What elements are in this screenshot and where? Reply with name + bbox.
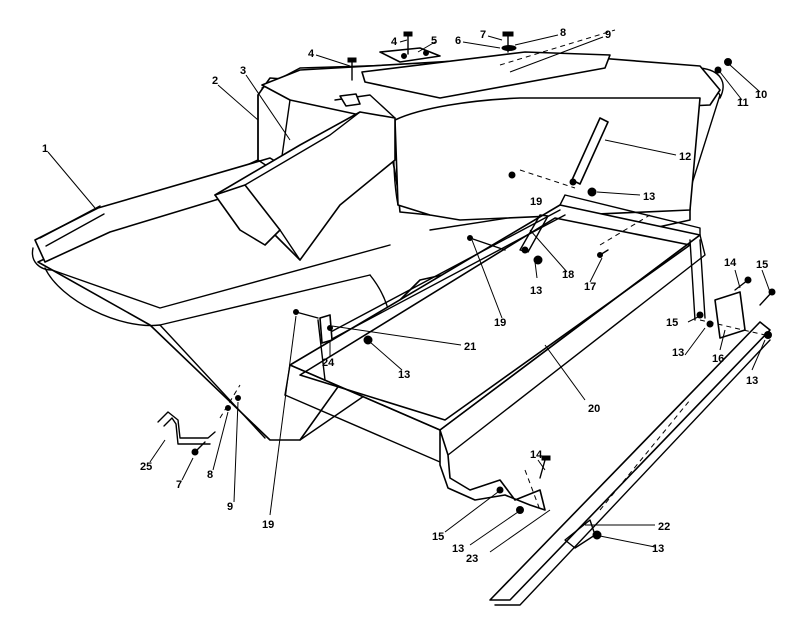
- callout-13d: 13: [672, 347, 684, 359]
- callout-8b: 8: [207, 469, 213, 481]
- assembly-lines: [219, 29, 766, 511]
- callout-17: 17: [584, 281, 596, 293]
- callout-13f: 13: [452, 543, 464, 555]
- callout-15a: 15: [756, 259, 768, 271]
- callout-7b: 7: [176, 479, 182, 491]
- handle: [157, 411, 216, 445]
- callout-14b: 14: [530, 449, 543, 461]
- callout-6: 6: [455, 35, 461, 47]
- hardware: [191, 31, 776, 540]
- callout-25: 25: [140, 461, 152, 473]
- callout-12: 12: [679, 151, 691, 163]
- callout-13b: 13: [530, 285, 542, 297]
- callout-22: 22: [658, 521, 670, 533]
- bent-bar: [439, 429, 546, 511]
- callout-20: 20: [588, 403, 600, 415]
- callout-13a: 13: [643, 191, 655, 203]
- callout-23: 23: [466, 553, 478, 565]
- callout-19a: 19: [530, 196, 542, 208]
- callout-21: 21: [464, 341, 476, 353]
- strut: [519, 117, 609, 253]
- callout-2: 2: [212, 75, 218, 87]
- callout-4b: 4: [308, 48, 315, 60]
- callout-labels: 1 2 3 4 4 5 6 7 8 9 10 11 12 13 19 18 13…: [42, 27, 768, 565]
- callout-13g: 13: [652, 543, 664, 555]
- callout-13e: 13: [746, 375, 758, 387]
- leader-lines: [47, 34, 771, 553]
- callout-5: 5: [431, 35, 437, 47]
- callout-13c: 13: [398, 369, 410, 381]
- chute: [214, 93, 396, 261]
- callout-9b: 9: [227, 501, 233, 513]
- angle-bar: [489, 321, 771, 606]
- callout-24: 24: [322, 357, 335, 369]
- callout-8a: 8: [560, 27, 566, 39]
- callout-16: 16: [712, 353, 724, 365]
- callout-9a: 9: [605, 29, 611, 41]
- callout-14a: 14: [724, 257, 737, 269]
- callout-7a: 7: [480, 29, 486, 41]
- callout-3: 3: [240, 65, 246, 77]
- callout-19b: 19: [494, 317, 506, 329]
- callout-1: 1: [42, 143, 48, 155]
- callout-15b: 15: [666, 317, 678, 329]
- callout-19c: 19: [262, 519, 274, 531]
- callout-18: 18: [562, 269, 574, 281]
- callout-4a: 4: [391, 36, 398, 48]
- callout-10: 10: [755, 89, 767, 101]
- callout-11: 11: [737, 97, 749, 109]
- frame: [284, 194, 706, 463]
- callout-15c: 15: [432, 531, 444, 543]
